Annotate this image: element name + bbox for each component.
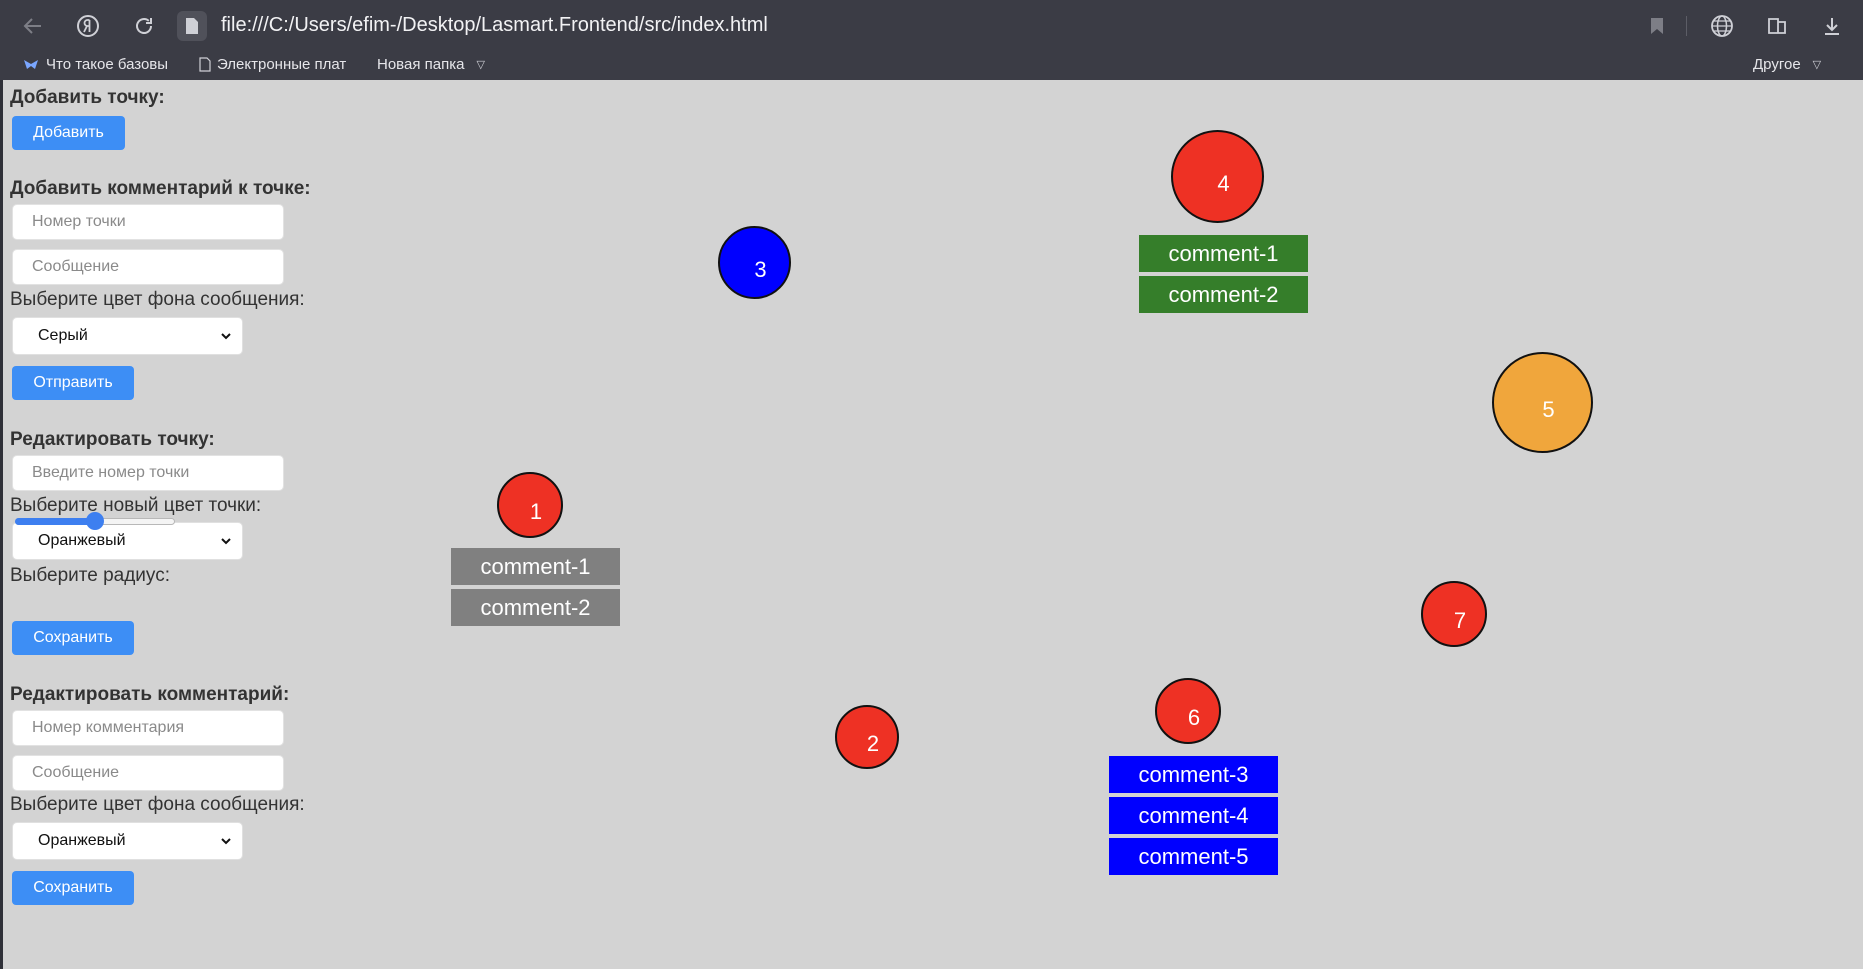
chevron-down-icon: ▽ — [1812, 59, 1822, 71]
point-1[interactable]: 1 — [497, 472, 563, 538]
save-point-button[interactable]: Сохранить — [12, 621, 134, 655]
add-point-heading: Добавить точку: — [10, 87, 165, 108]
point-4[interactable]: 4 — [1171, 130, 1264, 223]
bookmarks-bar: Что такое базовы Электронные плат Новая … — [0, 52, 1863, 80]
edit-comment-heading: Редактировать комментарий: — [10, 684, 290, 705]
comment-color-select[interactable]: Серый — [12, 317, 243, 355]
point-6-comment-5[interactable]: comment-5 — [1109, 838, 1278, 875]
point-color-select[interactable]: Оранжевый — [12, 522, 243, 560]
browser-toolbar: file:///C:/Users/efim-/Desktop/Lasmart.F… — [0, 0, 1863, 52]
point-4-comment-1[interactable]: comment-1 — [1139, 235, 1308, 272]
back-arrow-icon[interactable] — [18, 11, 48, 41]
point-1-comment-1[interactable]: comment-1 — [451, 548, 620, 585]
address-bar-url[interactable]: file:///C:/Users/efim-/Desktop/Lasmart.F… — [221, 14, 768, 36]
browser-chrome: file:///C:/Users/efim-/Desktop/Lasmart.F… — [0, 0, 1863, 80]
collections-icon[interactable] — [1762, 11, 1792, 41]
edit-comment-color-select[interactable]: Оранжевый — [12, 822, 243, 860]
add-comment-heading: Добавить комментарий к точке: — [10, 178, 311, 199]
slider-fill — [15, 518, 95, 525]
point-4-comment-2[interactable]: comment-2 — [1139, 276, 1308, 313]
reload-icon[interactable] — [129, 11, 159, 41]
radius-label: Выберите радиус: — [10, 565, 170, 586]
edit-point-number-input[interactable] — [12, 455, 284, 491]
comment-color-label: Выберите цвет фона сообщения: — [10, 289, 305, 310]
edit-point-heading: Редактировать точку: — [10, 429, 215, 450]
bookmark-item[interactable]: Электронные плат — [199, 56, 355, 73]
edit-comment-color-label: Выберите цвет фона сообщения: — [10, 794, 305, 815]
point-5[interactable]: 5 — [1492, 352, 1593, 453]
point-3[interactable]: 3 — [718, 226, 791, 299]
slider-thumb[interactable] — [86, 512, 104, 530]
globe-icon[interactable] — [1707, 11, 1737, 41]
download-icon[interactable] — [1817, 11, 1847, 41]
chevron-down-icon — [221, 333, 231, 340]
bookmark-favicon-icon — [24, 59, 38, 69]
bookmark-icon[interactable] — [1642, 11, 1672, 41]
add-point-button[interactable]: Добавить — [12, 116, 125, 150]
point-6-comment-4[interactable]: comment-4 — [1109, 797, 1278, 834]
page-icon — [199, 57, 211, 72]
file-icon — [177, 11, 207, 41]
comment-message-input[interactable] — [12, 249, 284, 285]
point-1-comment-2[interactable]: comment-2 — [451, 589, 620, 626]
bookmarks-other-folder[interactable]: Другое ▽ — [1753, 56, 1822, 73]
bookmark-item[interactable]: Что такое базовы — [22, 56, 180, 73]
point-6[interactable]: 6 — [1155, 678, 1221, 744]
radius-slider[interactable] — [15, 512, 175, 530]
yandex-logo-icon[interactable] — [73, 11, 103, 41]
point-color-label: Выберите новый цвет точки: — [10, 495, 262, 516]
chevron-down-icon: ▽ — [476, 59, 485, 71]
chevron-down-icon — [221, 838, 231, 845]
edit-comment-number-input[interactable] — [12, 710, 284, 746]
save-comment-button[interactable]: Сохранить — [12, 871, 134, 905]
point-7[interactable]: 7 — [1421, 581, 1487, 647]
toolbar-divider — [1686, 16, 1687, 36]
chevron-down-icon — [221, 538, 231, 545]
bookmark-folder[interactable]: Новая папка ▽ — [377, 56, 485, 73]
comment-point-number-input[interactable] — [12, 204, 284, 240]
edit-comment-message-input[interactable] — [12, 755, 284, 791]
point-6-comment-3[interactable]: comment-3 — [1109, 756, 1278, 793]
point-2[interactable]: 2 — [835, 705, 899, 769]
page-content: Добавить точку: Добавить Добавить коммен… — [0, 80, 1863, 969]
send-comment-button[interactable]: Отправить — [12, 366, 134, 400]
